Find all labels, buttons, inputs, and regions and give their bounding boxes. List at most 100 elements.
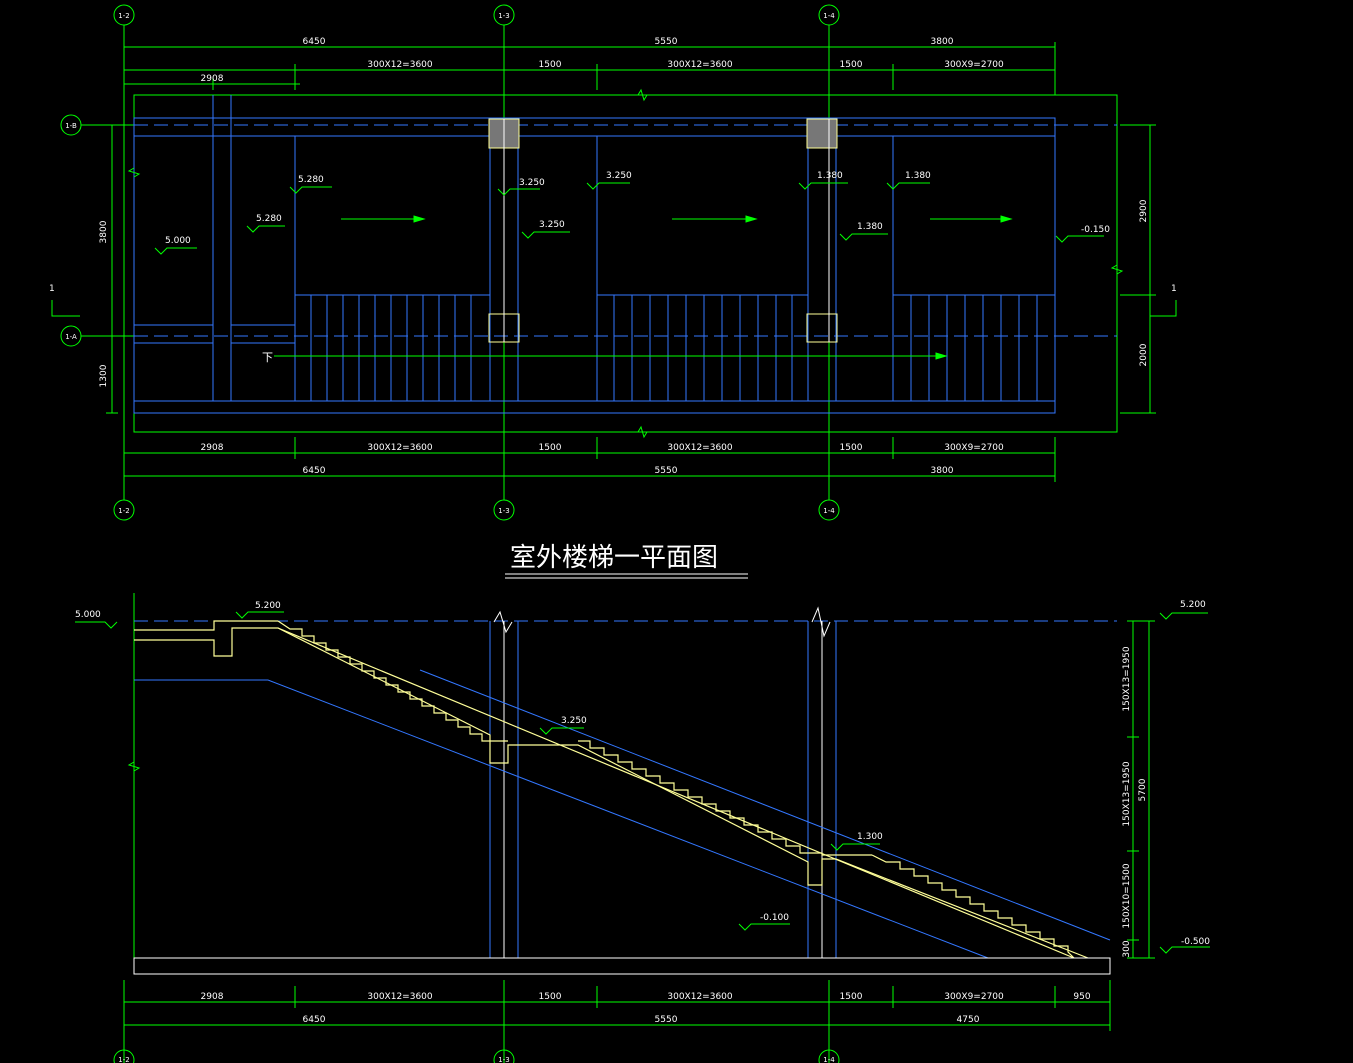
axis-line-group: [123, 25, 830, 500]
plan-elev-3: 5.000: [165, 236, 191, 246]
sec-elev-right: 5.200: [1180, 600, 1206, 610]
sec-elev-top: 5.200: [255, 601, 281, 611]
axis-bubble-section-1-4: 1-4: [818, 1049, 840, 1063]
svg-text:1-3: 1-3: [498, 12, 509, 20]
dim-right-2900: 2900: [1139, 199, 1149, 222]
svg-text:1-3: 1-3: [498, 1056, 509, 1063]
plan-direction-arrows: [274, 215, 1013, 360]
sec-dim-side-3: 150X10=1500: [1122, 863, 1132, 929]
dim-top-first: 2908: [201, 74, 224, 84]
dim-top-detail-1: 300X12=3600: [367, 60, 433, 70]
dim-bottom-total-3: 3800: [931, 466, 954, 476]
dim-top-detail-2: 1500: [539, 60, 562, 70]
section-cut-left-label: 1: [49, 284, 55, 294]
plan-stair-treads: [310, 295, 1038, 401]
section-stair-profile: [134, 620, 1089, 959]
plan-elevation-symbols: [154, 182, 1104, 255]
plan-centerlines: [134, 124, 1117, 337]
sec-dim-total-2: 5550: [655, 1015, 678, 1025]
sec-elev-floor: -0.100: [760, 913, 789, 923]
sec-dim-side-5: 5700: [1138, 778, 1148, 801]
column-axis-lines: [503, 119, 830, 342]
section-elevation-symbols: [75, 611, 1210, 954]
dim-left-1300: 1300: [99, 364, 109, 387]
dim-bottom-total-2: 5550: [655, 466, 678, 476]
plan-bottom-dim-lines: [124, 437, 1056, 482]
section-column-centers: [503, 621, 823, 958]
svg-text:1-2: 1-2: [118, 12, 129, 20]
section-ground-slab: [133, 957, 1111, 975]
svg-text:1-B: 1-B: [65, 122, 77, 130]
dim-bottom-detail-3: 1500: [539, 443, 562, 453]
section-cut-marks: [51, 300, 1177, 317]
column-break-1-4: [811, 606, 831, 638]
dim-bottom-detail-2: 300X12=3600: [367, 443, 433, 453]
axis-bubble-section-1-3: 1-3: [493, 1049, 515, 1063]
column-break-1-3: [493, 610, 513, 634]
dim-top-detail-3: 300X12=3600: [667, 60, 733, 70]
column-1-4-b: [806, 118, 838, 149]
dim-bottom-detail-5: 1500: [840, 443, 863, 453]
sec-dim-detail-6: 300X9=2700: [944, 992, 1004, 1002]
plan-elev-5: 3.250: [539, 220, 565, 230]
sec-dim-total-3: 4750: [957, 1015, 980, 1025]
dim-bottom-detail-6: 300X9=2700: [944, 443, 1004, 453]
axis-bubble-section-1-2: 1-2: [113, 1049, 135, 1063]
column-1-4-a: [806, 313, 838, 343]
plan-break-marks: [127, 88, 1124, 439]
sec-dim-side-4: 300: [1122, 940, 1132, 957]
svg-text:1-4: 1-4: [823, 1056, 835, 1063]
plan-elev-2: 5.280: [256, 214, 282, 224]
plan-elev-8: 1.380: [905, 171, 931, 181]
svg-text:1-4: 1-4: [823, 12, 835, 20]
svg-text:1-A: 1-A: [65, 333, 77, 341]
sec-elev-left: 5.000: [75, 610, 101, 620]
dim-bottom-total-1: 6450: [303, 466, 326, 476]
plan-right-dims: [1120, 124, 1156, 414]
sec-dim-detail-5: 1500: [840, 992, 863, 1002]
sec-dim-total-1: 6450: [303, 1015, 326, 1025]
svg-text:1-4: 1-4: [823, 507, 835, 515]
axis-bubble-top-1-4: 1-4: [818, 4, 840, 26]
dim-top-total-1: 6450: [303, 37, 326, 47]
sec-elev-mid: 3.250: [561, 716, 587, 726]
axis-bubble-plan-bottom-1-3: 1-3: [493, 499, 515, 521]
sec-dim-side-2: 150X13=1950: [1122, 761, 1132, 827]
axis-bubble-top-1-2: 1-2: [113, 4, 135, 26]
axis-bubble-left-1-B: 1-B: [60, 114, 134, 136]
section-axis-lines: [123, 593, 830, 1063]
axis-bubble-top-1-3: 1-3: [493, 4, 515, 26]
sec-dim-detail-3: 1500: [539, 992, 562, 1002]
section-cut-right-label: 1: [1171, 284, 1177, 294]
sec-dim-detail-1: 2908: [201, 992, 224, 1002]
dim-bottom-detail-1: 2908: [201, 443, 224, 453]
drawing-title: 室外楼梯一平面图: [510, 543, 718, 573]
axis-bubble-plan-bottom-1-4: 1-4: [818, 499, 840, 521]
section-left-break: [127, 761, 141, 772]
down-label: 下: [262, 351, 273, 364]
svg-text:1-2: 1-2: [118, 507, 129, 515]
sec-elev-low: 1.300: [857, 832, 883, 842]
dim-top-total-3: 3800: [931, 37, 954, 47]
dim-top-detail-5: 300X9=2700: [944, 60, 1004, 70]
section-underside-line: [134, 679, 989, 959]
sec-dim-detail-2: 300X12=3600: [367, 992, 433, 1002]
plan-elev-6: 3.250: [606, 171, 632, 181]
plan-outer-boundary: [133, 94, 1118, 433]
plan-slab-outline: [133, 117, 1056, 414]
plan-elev-9: 1.380: [857, 222, 883, 232]
axis-bubble-plan-bottom-1-2: 1-2: [113, 499, 135, 521]
sec-dim-side-1: 150X13=1950: [1122, 646, 1132, 712]
plan-left-dims: [106, 125, 118, 414]
sec-elev-bottom: -0.500: [1181, 937, 1210, 947]
section-bottom-dim-lines: [124, 980, 1111, 1031]
section-upper-slope-line: [419, 669, 1111, 941]
dim-top-detail-4: 1500: [840, 60, 863, 70]
axis-bubble-left-1-A: 1-A: [60, 325, 134, 347]
dim-top-total-2: 5550: [655, 37, 678, 47]
plan-elev-10: -0.150: [1081, 225, 1110, 235]
svg-text:1-3: 1-3: [498, 507, 509, 515]
plan-elev-7: 1.380: [817, 171, 843, 181]
dim-left-3800: 3800: [99, 220, 109, 243]
